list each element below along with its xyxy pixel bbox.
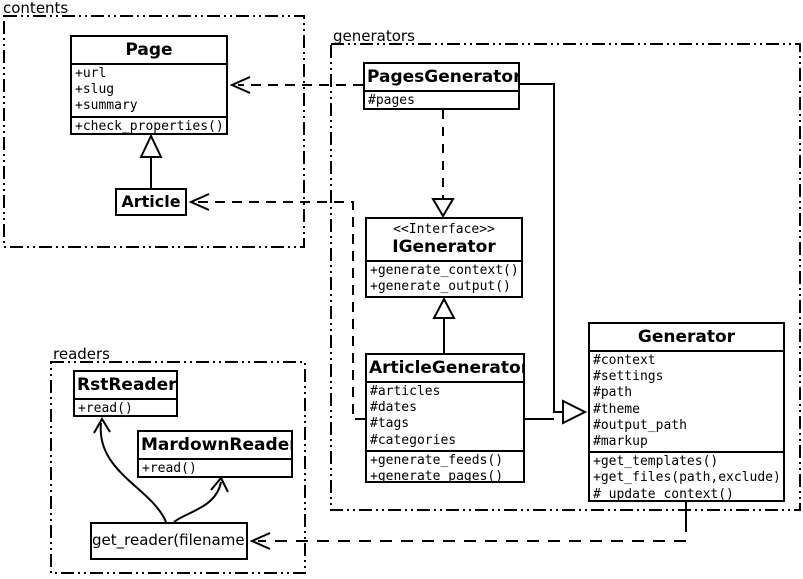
attribute: #pages <box>368 93 415 108</box>
class-articlegenerator-methods: +generate_feeds() +generate_pages() <box>367 449 523 483</box>
class-pagesgenerator-name: PagesGenerator <box>367 67 520 87</box>
method: +generate_pages() <box>370 469 504 483</box>
class-generator-attributes: #context #settings #path #theme #output_… <box>590 350 783 451</box>
package-contents-label: contents <box>3 0 69 17</box>
attribute: #markup <box>593 434 648 450</box>
class-article-name: Article <box>121 192 181 211</box>
class-igenerator-header: <<Interface>> IGenerator <box>367 219 521 260</box>
arrow-getreader-to-rstreader <box>93 417 167 523</box>
method: +generate_context() <box>370 263 519 278</box>
class-pagesgenerator-attributes: #pages <box>365 90 518 108</box>
realization-pagesgenerator-to-igenerator <box>431 110 455 218</box>
attribute: #dates <box>370 400 417 416</box>
class-pagesgenerator: PagesGenerator #pages <box>363 62 520 110</box>
class-rstreader-name: RstReader <box>77 375 177 395</box>
class-igenerator-name: IGenerator <box>392 237 496 257</box>
attribute: +slug <box>75 82 115 98</box>
dependency-pagesgenerator-to-page <box>229 76 363 94</box>
class-generator-methods: +get_templates() +get_files(path,exclude… <box>590 451 783 502</box>
dependency-articlegenerator-to-article <box>188 193 365 420</box>
package-contents-border <box>3 15 305 248</box>
class-article: Article <box>115 188 187 216</box>
class-generator: Generator #context #settings #path #them… <box>588 322 785 502</box>
method: +get_files(path,exclude) <box>593 470 781 486</box>
package-generators-label: generators <box>333 27 415 45</box>
attribute: #output_path <box>593 417 687 433</box>
method: +check_properties() <box>75 118 224 134</box>
arrow-getreader-to-mardownreader <box>173 476 229 523</box>
class-page-methods: +check_properties() <box>72 115 226 134</box>
method: +read() <box>78 401 133 416</box>
class-rstreader: RstReader +read() <box>73 370 178 417</box>
class-articlegenerator-name: ArticleGenerator <box>369 358 525 378</box>
class-page-name: Page <box>125 40 173 60</box>
generalization-article-to-page <box>139 133 163 188</box>
function-get-reader-label: get_reader(filename) <box>92 531 248 549</box>
attribute: #settings <box>593 369 664 385</box>
class-generator-name: Generator <box>637 327 736 347</box>
attribute: #path <box>593 385 633 401</box>
class-mardownreader-name: MardownReader <box>141 435 293 455</box>
class-igenerator-methods: +generate_context() +generate_output() <box>367 260 521 296</box>
attribute: #context <box>593 353 656 368</box>
class-articlegenerator: ArticleGenerator #articles #dates #tags … <box>365 353 525 483</box>
attribute: #articles <box>370 384 441 399</box>
attribute: #theme <box>593 401 640 417</box>
method: +read() <box>142 461 197 476</box>
attribute: #categories <box>370 432 457 448</box>
generalization-articlegenerator-to-igenerator <box>432 296 456 353</box>
attribute: +url <box>75 66 107 81</box>
class-page: Page +url +slug +summary +check_properti… <box>70 35 228 135</box>
method: +generate_feeds() <box>370 452 504 468</box>
method: +get_templates() <box>593 454 719 470</box>
class-igenerator: <<Interface>> IGenerator +generate_conte… <box>365 217 523 298</box>
class-rstreader-methods: +read() <box>75 398 176 416</box>
class-mardownreader: MardownReader +read() <box>137 430 293 478</box>
class-page-attributes: +url +slug +summary <box>72 63 226 116</box>
class-mardownreader-methods: +read() <box>139 458 291 476</box>
dependency-generator-to-getreader <box>249 502 687 550</box>
function-get-reader: get_reader(filename) <box>90 522 248 560</box>
attribute: +summary <box>75 98 138 114</box>
method: +generate_output() <box>370 279 511 295</box>
package-readers-border <box>50 361 306 574</box>
method: #_update_context() <box>593 486 734 502</box>
attribute: #tags <box>370 416 410 432</box>
class-igenerator-stereotype: <<Interface>> <box>393 222 495 237</box>
package-readers-label: readers <box>53 345 110 363</box>
generalization-generators-to-generator <box>520 83 588 425</box>
package-generators-border <box>330 43 801 511</box>
class-articlegenerator-attributes: #articles #dates #tags #categories <box>367 381 523 450</box>
